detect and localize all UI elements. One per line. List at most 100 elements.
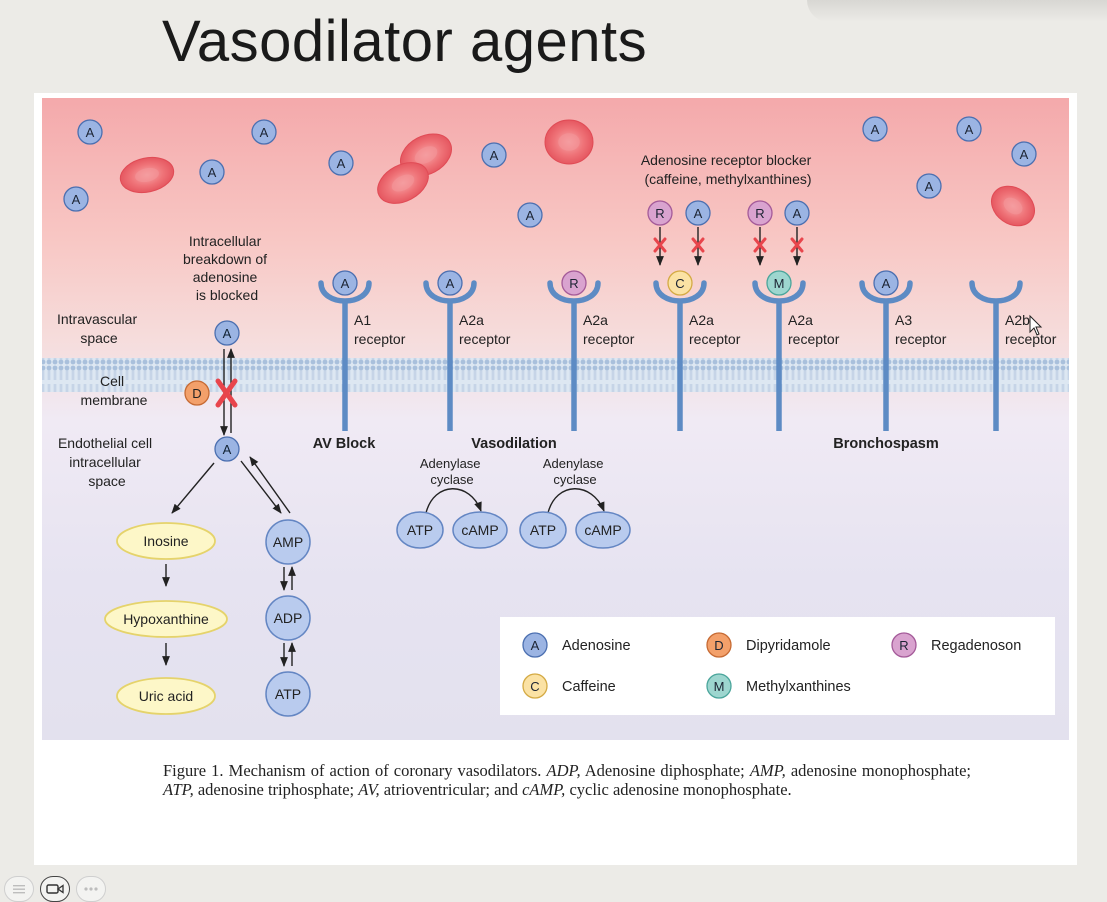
- svg-text:A: A: [341, 276, 350, 291]
- block-x-icon: [790, 237, 804, 253]
- adenosine-molecule: A: [199, 159, 225, 185]
- adenosine-molecule: A: [517, 202, 543, 228]
- legend-symbol: R: [891, 632, 917, 658]
- legend-label: Caffeine: [562, 679, 616, 695]
- svg-text:C: C: [530, 679, 539, 694]
- more-icon: [84, 887, 98, 891]
- svg-text:A: A: [337, 156, 346, 171]
- svg-text:A: A: [208, 165, 217, 180]
- cell-membrane-label: Cell membrane: [81, 373, 148, 408]
- svg-text:A: A: [793, 206, 802, 221]
- legend-symbol: D: [706, 632, 732, 658]
- svg-text:R: R: [899, 638, 908, 653]
- free-adenosine-molecules: A A A A A A A A A A A: [63, 116, 1037, 228]
- svg-text:R: R: [755, 206, 764, 221]
- svg-text:ATP: ATP: [275, 686, 301, 702]
- block-x-icon: [753, 237, 767, 253]
- transport-block-icon: [215, 378, 238, 408]
- player-controls: [4, 876, 106, 902]
- red-blood-cell: [377, 162, 429, 204]
- block-x-icon: [653, 237, 667, 253]
- svg-text:cAMP: cAMP: [584, 522, 621, 538]
- adenosine-molecule: A: [328, 150, 354, 176]
- svg-text:A: A: [871, 122, 880, 137]
- inosine-node: Inosine: [116, 522, 216, 560]
- svg-text:A: A: [260, 125, 269, 140]
- svg-text:ATP: ATP: [407, 522, 433, 538]
- blocked-adenosine: A: [784, 200, 810, 226]
- adenosine-transport: A D A: [184, 320, 240, 462]
- blocked-breakdown-label: Intracellular breakdown of adenosine is …: [183, 233, 271, 303]
- window-shadow: [807, 0, 1107, 22]
- adenosine-molecule: A: [956, 116, 982, 142]
- legend-item-adenosine: A Adenosine: [522, 632, 631, 658]
- dipyridamole-molecule: D: [184, 380, 210, 406]
- mouse-cursor-icon: [1029, 314, 1043, 336]
- legend-item-caffeine: C Caffeine: [522, 673, 616, 699]
- red-blood-cell: [119, 156, 175, 194]
- slide-title: Vasodilator agents: [162, 9, 648, 74]
- svg-text:Adenylase cyclase: Adenylase cyclase: [543, 456, 607, 487]
- bound-ligand-r: R: [561, 270, 587, 296]
- legend-label: Adenosine: [562, 638, 631, 654]
- svg-text:R: R: [655, 206, 664, 221]
- svg-text:R: R: [569, 276, 578, 291]
- amp-node: AMP: [265, 519, 311, 565]
- hypoxanthine-node: Hypoxanthine: [104, 600, 228, 638]
- svg-text:D: D: [714, 638, 723, 653]
- svg-text:A: A: [526, 208, 535, 223]
- adenylase-cyclase-reaction-2: Adenylase cyclase ATP cAMP: [519, 456, 631, 549]
- svg-text:Inosine: Inosine: [143, 533, 188, 549]
- legend-label: Regadenoson: [931, 638, 1021, 654]
- adenosine-intracellular: A: [214, 436, 240, 462]
- endothelial-space-label: Endothelial cell intracellular space: [58, 435, 156, 489]
- adenosine-molecule: A: [481, 142, 507, 168]
- atp-node: ATP: [265, 671, 311, 717]
- bound-ligand-a: A: [873, 270, 899, 296]
- legend-item-regadenoson: R Regadenoson: [891, 632, 1021, 658]
- adenylase-cyclase-reaction-1: Adenylase cyclase ATP cAMP: [396, 456, 508, 549]
- legend-symbol: A: [522, 632, 548, 658]
- more-options-button[interactable]: [76, 876, 106, 902]
- legend-label: Dipyridamole: [746, 638, 831, 654]
- legend-symbol: C: [522, 673, 548, 699]
- cell-membrane: [42, 358, 1069, 392]
- adenosine-molecule: A: [862, 116, 888, 142]
- blocked-regadenoson: R: [647, 200, 673, 226]
- slides-menu-button[interactable]: [4, 876, 34, 902]
- adenosine-molecule: A: [916, 173, 942, 199]
- bound-ligand-c: C: [667, 270, 693, 296]
- bound-ligand-a: A: [437, 270, 463, 296]
- video-camera-button[interactable]: [40, 876, 70, 902]
- blocked-regadenoson: R: [747, 200, 773, 226]
- intravascular-space-label: Intravascular space: [57, 311, 141, 346]
- menu-icon: [13, 885, 25, 894]
- metabolic-pathway: Inosine Hypoxanthine Uric acid AMP ADP: [104, 456, 311, 717]
- svg-text:A: A: [490, 148, 499, 163]
- adenosine-intravascular: A: [214, 320, 240, 346]
- legend-box: [500, 617, 1055, 715]
- legend-label: Methylxanthines: [746, 679, 851, 695]
- svg-text:ADP: ADP: [274, 610, 303, 626]
- svg-text:D: D: [192, 386, 201, 401]
- svg-text:A: A: [882, 276, 891, 291]
- adenosine-molecule: A: [77, 119, 103, 145]
- svg-text:A: A: [694, 206, 703, 221]
- svg-text:Hypoxanthine: Hypoxanthine: [123, 611, 209, 627]
- bound-ligand-m: M: [766, 270, 792, 296]
- svg-text:A: A: [925, 179, 934, 194]
